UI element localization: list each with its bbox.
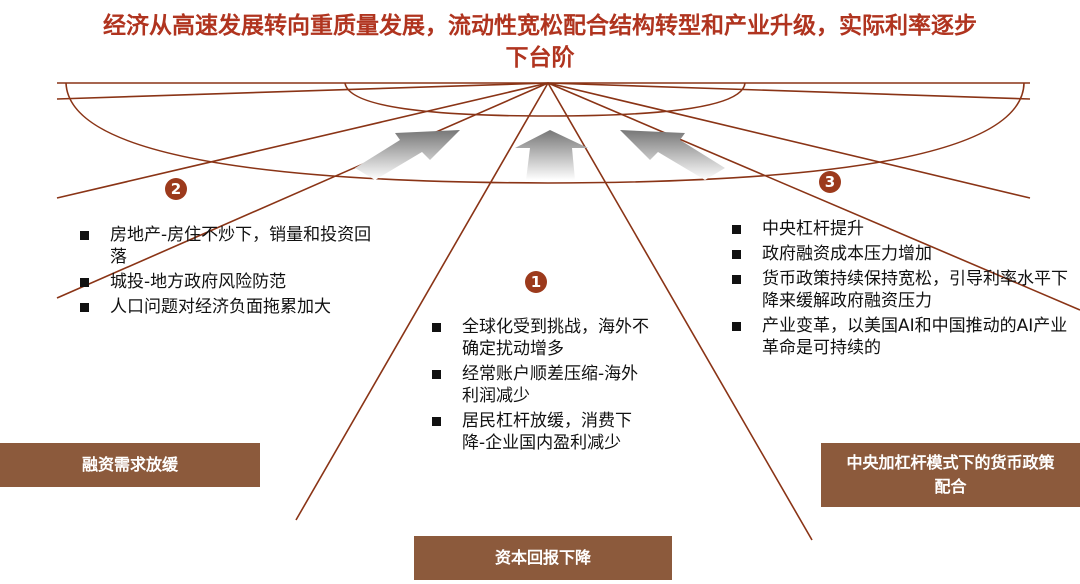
bullet-item: 货币政策持续保持宽松，引导利率水平下降来缓解政府融资压力: [728, 268, 1073, 312]
inner-arc: [344, 82, 746, 117]
bullet-item: 中央杠杆提升: [728, 218, 1073, 240]
arrow-left-icon: [355, 130, 460, 180]
label-financing-demand: 融资需求放缓: [0, 443, 260, 487]
section-2-bullets: 房地产-房住不炒下，销量和投资回落 城投-地方政府风险防范 人口问题对经济负面拖…: [76, 224, 376, 321]
bullet-item: 产业变革，以美国AI和中国推动的AI产业革命是可持续的: [728, 315, 1073, 359]
bullet-item: 居民杠杆放缓，消费下降-企业国内盈利减少: [428, 410, 650, 454]
bullet-item: 经常账户顺差压缩-海外利润减少: [428, 363, 650, 407]
arrow-right-icon: [620, 130, 725, 180]
bullet-item: 房地产-房住不炒下，销量和投资回落: [76, 224, 376, 268]
section-number-2: 2: [165, 178, 187, 200]
diagram-title: 经济从高速发展转向重质量发展，流动性宽松配合结构转型和产业升级，实际利率逐步下台…: [103, 13, 977, 71]
bullet-item: 城投-地方政府风险防范: [76, 271, 376, 293]
outer-arc: [65, 82, 1025, 184]
section-1-bullets: 全球化受到挑战，海外不确定扰动增多 经常账户顺差压缩-海外利润减少 居民杠杆放缓…: [428, 316, 650, 457]
bullet-item: 政府融资成本压力增加: [728, 243, 1073, 265]
arrow-center-icon: [515, 130, 588, 180]
bullet-item: 全球化受到挑战，海外不确定扰动增多: [428, 316, 650, 360]
label-monetary-policy: 中央加杠杆模式下的货币政策配合: [821, 443, 1080, 507]
bullet-item: 人口问题对经济负面拖累加大: [76, 296, 376, 318]
up-arrows: [355, 130, 725, 180]
section-3-bullets: 中央杠杆提升 政府融资成本压力增加 货币政策持续保持宽松，引导利率水平下降来缓解…: [728, 218, 1073, 362]
section-number-1: 1: [525, 271, 547, 293]
label-capital-return: 资本回报下降: [414, 536, 672, 580]
section-number-3: 3: [819, 171, 841, 193]
